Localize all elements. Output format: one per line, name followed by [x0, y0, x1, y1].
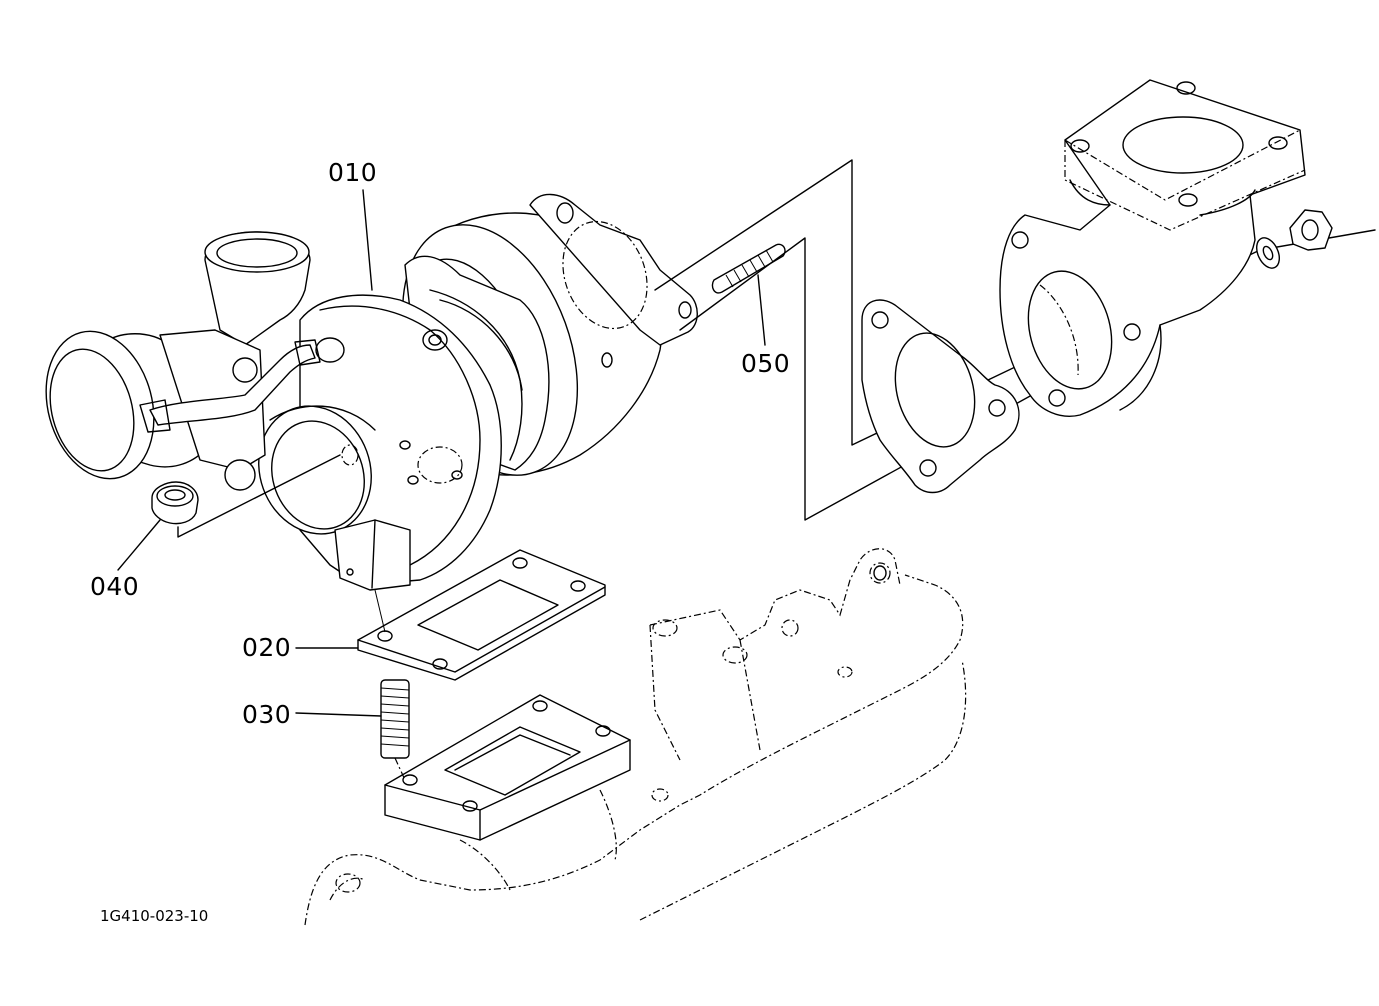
callout-030: 030 [242, 700, 292, 729]
leader-040 [117, 519, 161, 571]
leader-050 [757, 274, 766, 346]
callout-050: 050 [741, 349, 791, 378]
nut-040 [151, 481, 199, 525]
callout-010: 010 [328, 158, 378, 187]
stud-bolt-030 [380, 679, 410, 781]
leader-030 [295, 712, 382, 717]
exhaust-gasket [861, 299, 1020, 494]
manifold-flange [384, 694, 631, 841]
stud-bolt-050 [711, 243, 786, 294]
callout-040: 040 [90, 572, 140, 601]
figure-code: 1G410-023-10 [100, 907, 209, 925]
washer-nut-right [1255, 209, 1333, 269]
exhaust-manifold [304, 548, 967, 926]
gasket-020 [357, 549, 606, 681]
alignment-line-nut [177, 454, 341, 538]
leader-010 [362, 189, 373, 291]
exhaust-elbow [999, 79, 1306, 417]
turbocharger-010 [45, 193, 698, 591]
callout-020: 020 [242, 633, 292, 662]
